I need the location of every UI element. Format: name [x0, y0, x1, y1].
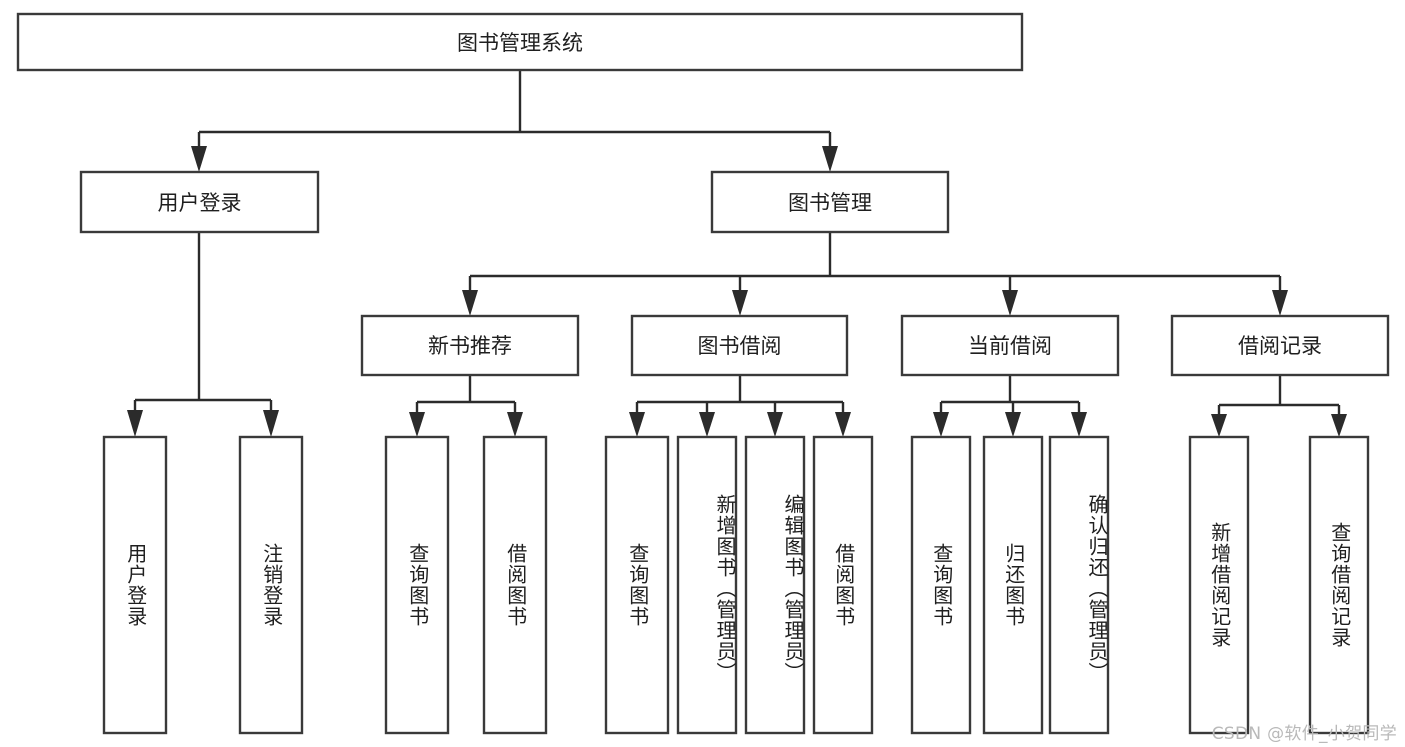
- arrow-head-leaf-query-book-2: [629, 412, 645, 437]
- leaf-box-query-book-3[interactable]: [910, 435, 972, 735]
- node-book-borrow[interactable]: 图书借阅: [630, 314, 849, 377]
- leaf-box-add-book[interactable]: [676, 435, 738, 735]
- connector-group-book-borrow: [629, 375, 851, 437]
- node-borrow-record-box[interactable]: [1170, 314, 1390, 377]
- arrow-head-leaf-logout: [263, 410, 279, 437]
- connector-group-user-login: [127, 232, 279, 437]
- arrow-head-leaf-query-book-1: [409, 412, 425, 437]
- arrow-head-leaf-query-book-3: [933, 412, 949, 437]
- node-root-box[interactable]: [16, 12, 1024, 72]
- node-book-borrow-box[interactable]: [630, 314, 849, 377]
- node-user-login-box[interactable]: [79, 170, 320, 234]
- arrow-head-leaf-confirm-return: [1071, 412, 1087, 437]
- node-book-manage-box[interactable]: [710, 170, 950, 234]
- leaf-box-add-record[interactable]: [1188, 435, 1250, 735]
- arrow-head-new-book-recommend: [462, 290, 478, 316]
- node-new-book-recommend-label: 新书推荐: [428, 334, 512, 358]
- arrow-head-current-borrow: [1002, 290, 1018, 316]
- arrow-head-leaf-query-record: [1331, 414, 1347, 437]
- node-root[interactable]: 图书管理系统: [16, 12, 1024, 72]
- node-root-label: 图书管理系统: [457, 31, 583, 55]
- leaf-box-group: [102, 435, 1370, 735]
- arrow-head-leaf-return-book: [1005, 412, 1021, 437]
- leaf-box-borrow-book-2[interactable]: [812, 435, 874, 735]
- leaf-box-query-book-2[interactable]: [604, 435, 670, 735]
- node-new-book-recommend[interactable]: 新书推荐: [360, 314, 580, 377]
- leaf-box-return-book[interactable]: [982, 435, 1044, 735]
- node-new-book-recommend-box[interactable]: [360, 314, 580, 377]
- node-borrow-record[interactable]: 借阅记录: [1170, 314, 1390, 377]
- leaf-box-borrow-book-1[interactable]: [482, 435, 548, 735]
- connector-group-new-book-recommend: [409, 375, 523, 437]
- node-user-login[interactable]: 用户登录: [79, 170, 320, 234]
- leaf-box-query-record[interactable]: [1308, 435, 1370, 735]
- leaf-box-edit-book[interactable]: [744, 435, 806, 735]
- arrow-head-book-manage: [822, 146, 838, 172]
- arrow-head-leaf-user-login: [127, 410, 143, 437]
- connector-group-borrow-record: [1211, 375, 1347, 437]
- csdn-watermark: CSDN @软件_小贺同学: [1211, 724, 1397, 744]
- leaf-box-confirm-return[interactable]: [1048, 435, 1110, 735]
- leaf-box-user-login[interactable]: [102, 435, 168, 735]
- node-book-manage[interactable]: 图书管理: [710, 170, 950, 234]
- node-current-borrow[interactable]: 当前借阅: [900, 314, 1120, 377]
- connector-group-root: [191, 70, 838, 172]
- arrow-head-leaf-borrow-book-1: [507, 412, 523, 437]
- arrow-head-borrow-record: [1272, 290, 1288, 316]
- connector-group-current-borrow: [933, 375, 1087, 437]
- node-book-manage-label: 图书管理: [788, 191, 872, 215]
- node-book-borrow-label: 图书借阅: [698, 334, 782, 358]
- arrow-head-leaf-add-record: [1211, 414, 1227, 437]
- arrow-head-leaf-add-book: [699, 412, 715, 437]
- node-user-login-label: 用户登录: [158, 191, 242, 215]
- connector-group-book-manage: [462, 232, 1288, 316]
- arrow-head-book-borrow: [732, 290, 748, 316]
- arrow-head-user-login: [191, 146, 207, 172]
- node-current-borrow-label: 当前借阅: [968, 334, 1052, 358]
- arrow-head-leaf-edit-book: [767, 412, 783, 437]
- node-borrow-record-label: 借阅记录: [1238, 334, 1322, 358]
- leaf-box-logout[interactable]: [238, 435, 304, 735]
- arrow-head-leaf-borrow-book-2: [835, 412, 851, 437]
- node-current-borrow-box[interactable]: [900, 314, 1120, 377]
- leaf-box-query-book-1[interactable]: [384, 435, 450, 735]
